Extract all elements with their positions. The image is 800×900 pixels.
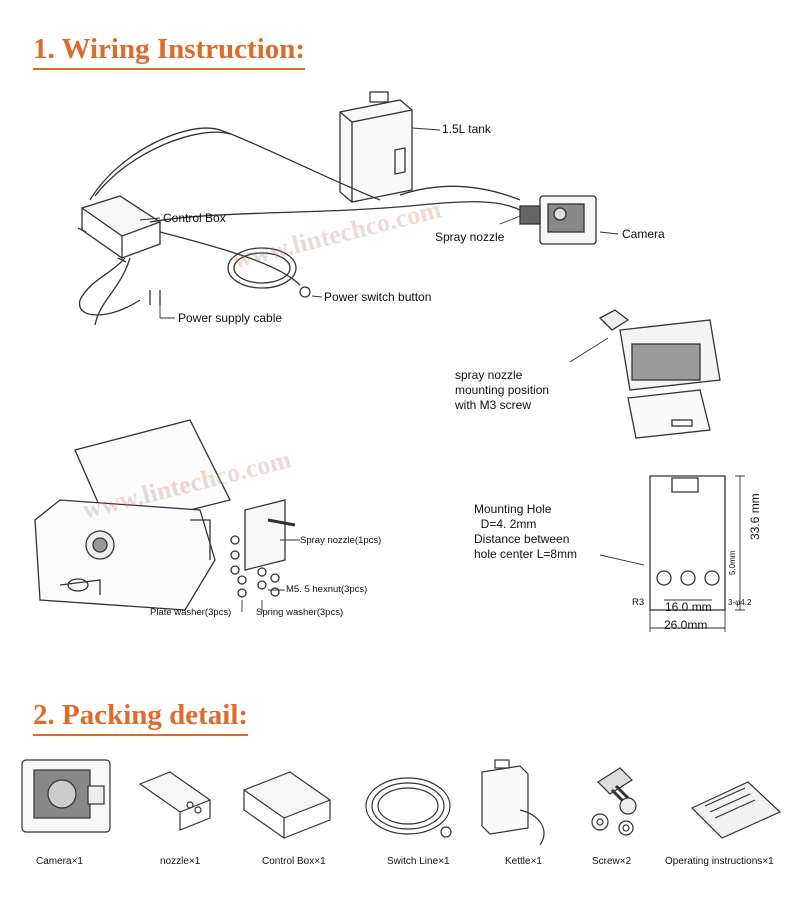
tank-icon (339, 91, 413, 203)
spring-washer-label: Spring washer(3pcs) (256, 607, 344, 618)
nozzle-mount-camera-icon (598, 309, 721, 439)
width-16-label: 16.0 mm (665, 600, 712, 614)
packing-item-label: Switch Line×1 (387, 856, 450, 867)
tank-label: 1.5L tank (442, 122, 491, 136)
dimension-drawing (599, 475, 745, 632)
nozzle-position-note: spray nozzle mounting position with M3 s… (455, 368, 550, 412)
kettle-icon (481, 759, 545, 846)
spray-nozzle-pcs-label: Spray nozzle(1pcs) (300, 535, 382, 546)
radius-label: R3 (632, 597, 645, 608)
screw-icon (591, 767, 637, 836)
control-box-label: Control Box (163, 211, 226, 225)
packing-item-label: Camera×1 (36, 856, 83, 867)
camera-icon (519, 195, 597, 245)
control-box-icon (77, 195, 162, 263)
packing-item-label: Operating instructions×1 (665, 856, 774, 867)
switch-line-icon (365, 777, 452, 838)
camera-icon (21, 759, 111, 833)
camera-bracket-icon (34, 419, 231, 611)
power-switch-label: Power switch button (324, 290, 432, 304)
width-26-label: 26.0mm (664, 618, 708, 632)
packing-item-label: Screw×2 (592, 856, 632, 867)
hardware-icon (230, 499, 296, 598)
section-title-packing: 2. Packing detail: (33, 699, 249, 736)
hexnut-label: M5. 5 hexnut(3pcs) (286, 584, 368, 595)
section-title-wiring: 1. Wiring Instruction: (33, 33, 306, 70)
plate-washer-label: Plate washer(3pcs) (150, 607, 232, 618)
control-box-icon (242, 771, 332, 840)
packing-item-label: Kettle×1 (505, 856, 542, 867)
manual-icon (690, 781, 782, 839)
packing-item-label: Control Box×1 (262, 856, 326, 867)
power-cable-label: Power supply cable (178, 311, 283, 325)
mounting-hole-note: Mounting Hole D=4. 2mm Distance between … (474, 502, 578, 561)
nozzle-bracket-icon (138, 771, 212, 831)
camera-label: Camera (622, 227, 665, 241)
spray-nozzle-label: Spray nozzle (435, 230, 505, 244)
packing-item-label: nozzle×1 (160, 856, 201, 867)
hole-diameter-label: 3-φ4.2 (728, 598, 752, 607)
